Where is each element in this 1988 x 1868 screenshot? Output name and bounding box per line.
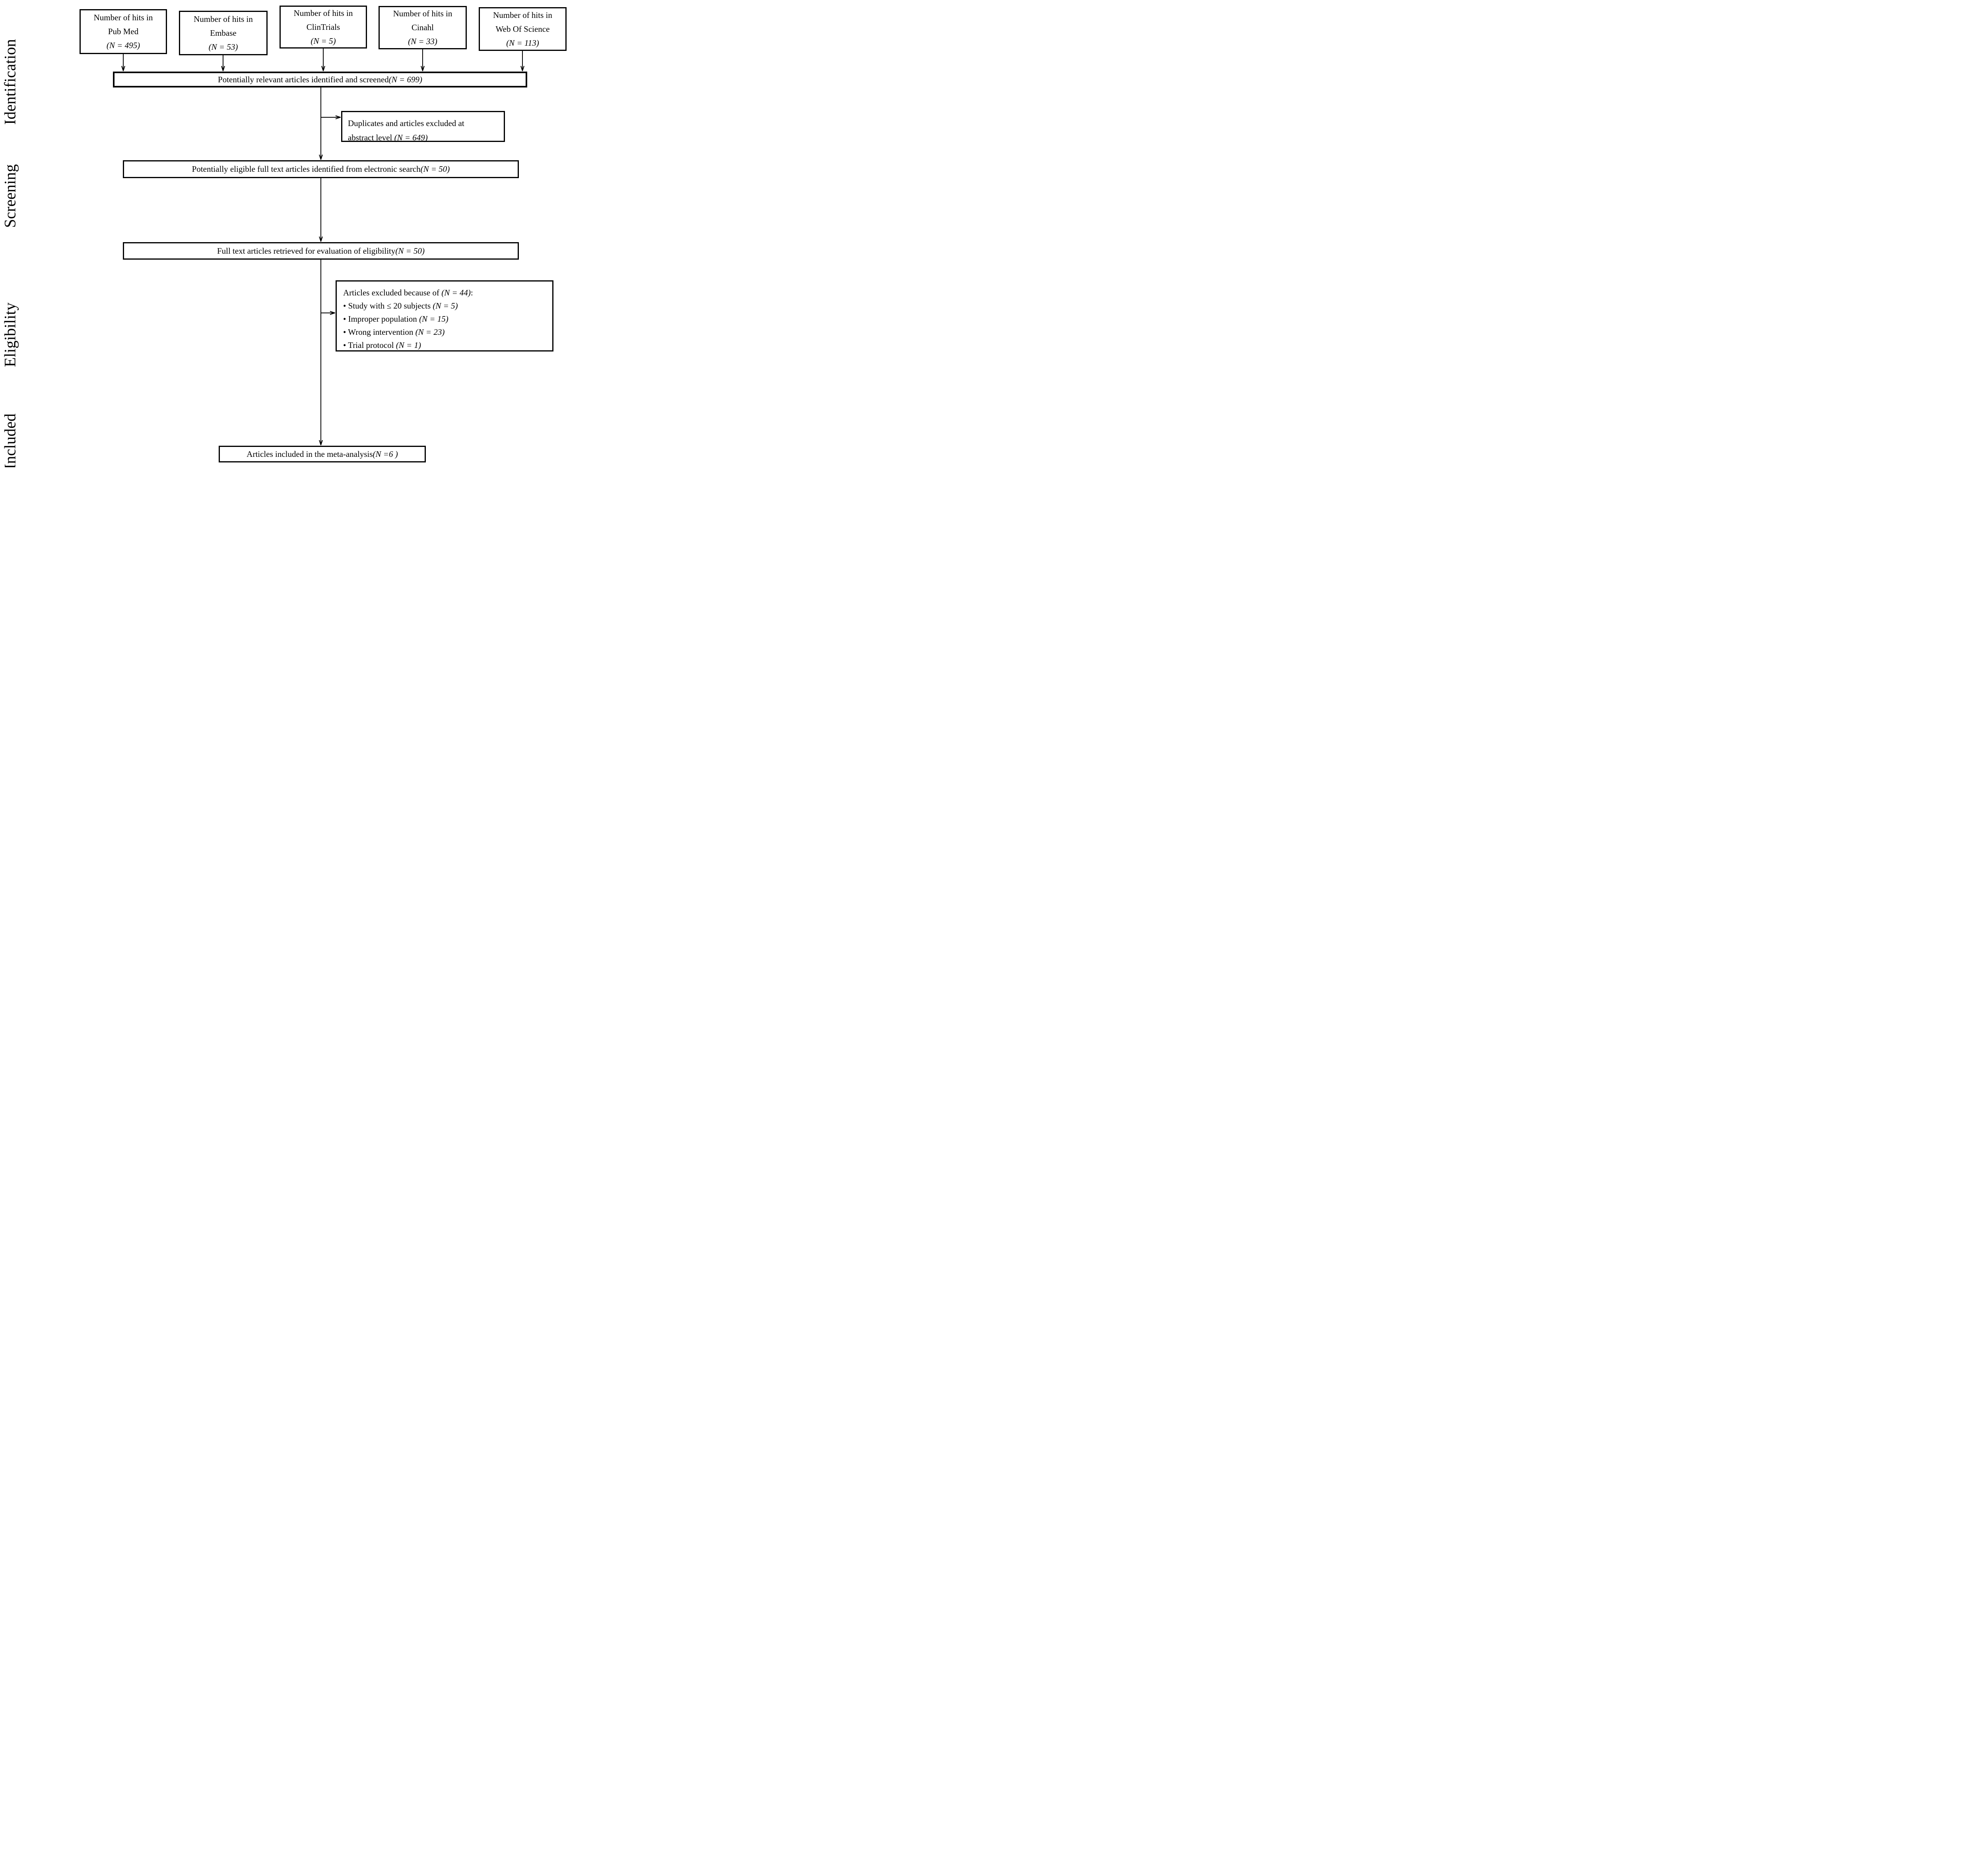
flow-box-excluded-reasons: Articles excluded because of (N = 44): •… (336, 280, 553, 351)
excluded-reason-item: • Improper population (N = 15) (343, 314, 448, 324)
prisma-flow-diagram: Identification Screening Eligibility Inc… (0, 0, 571, 467)
source-box-web-of-science: Number of hits in Web Of Science (N = 11… (479, 7, 567, 51)
source-box-line: Number of hits in (194, 14, 253, 24)
flow-box-duplicates-excluded: Duplicates and articles excluded at abst… (341, 111, 505, 142)
stage-label-screening: Screening (1, 164, 19, 228)
source-box-pubmed: Number of hits in Pub Med (N = 495) (80, 9, 167, 54)
arrow-layer (0, 49, 571, 467)
source-box-line: Pub Med (108, 27, 139, 36)
source-box-line: (N = 53) (208, 42, 238, 52)
stage-label-identification: Identification (1, 39, 19, 125)
source-box-clintrials: Number of hits in ClinTrials (N = 5) (280, 6, 367, 49)
source-box-cinahl: Number of hits in Cinahl (N = 33) (379, 6, 467, 49)
source-box-line: (N = 5) (311, 36, 336, 46)
duplicates-line-2: abstract level (N = 649) (348, 133, 428, 142)
source-box-line: (N = 33) (408, 37, 437, 46)
stage-label-included: Included (1, 414, 19, 467)
source-box-line: Web Of Science (495, 24, 550, 34)
flow-box-screened: Potentially relevant articles identified… (113, 72, 527, 87)
flow-box-retrieved: Full text articles retrieved for evaluat… (123, 242, 519, 260)
flow-box-included: Articles included in the meta-analysis (… (219, 446, 426, 462)
stage-label-eligibility: Eligibility (1, 302, 19, 367)
source-box-embase: Number of hits in Embase (N = 53) (179, 11, 268, 55)
source-box-line: (N = 113) (506, 38, 539, 48)
excluded-reason-item: • Study with ≤ 20 subjects (N = 5) (343, 301, 458, 311)
source-box-line: Embase (210, 28, 237, 38)
duplicates-line-1: Duplicates and articles excluded at (348, 118, 464, 128)
excluded-reason-list: • Study with ≤ 20 subjects (N = 5) • Impr… (343, 299, 546, 352)
excluded-heading: Articles excluded because of (N = 44): (343, 288, 473, 297)
source-box-line: Number of hits in (493, 10, 552, 20)
flow-box-eligible: Potentially eligible full text articles … (123, 160, 519, 178)
source-box-line: Number of hits in (93, 13, 153, 22)
source-box-line: ClinTrials (306, 22, 340, 32)
source-box-line: (N = 495) (106, 41, 140, 50)
excluded-reason-item: • Wrong intervention (N = 23) (343, 327, 445, 337)
excluded-reason-item: • Trial protocol (N = 1) (343, 340, 421, 350)
source-box-line: Cinahl (412, 23, 434, 32)
source-box-line: Number of hits in (393, 9, 452, 18)
source-box-line: Number of hits in (293, 8, 353, 18)
